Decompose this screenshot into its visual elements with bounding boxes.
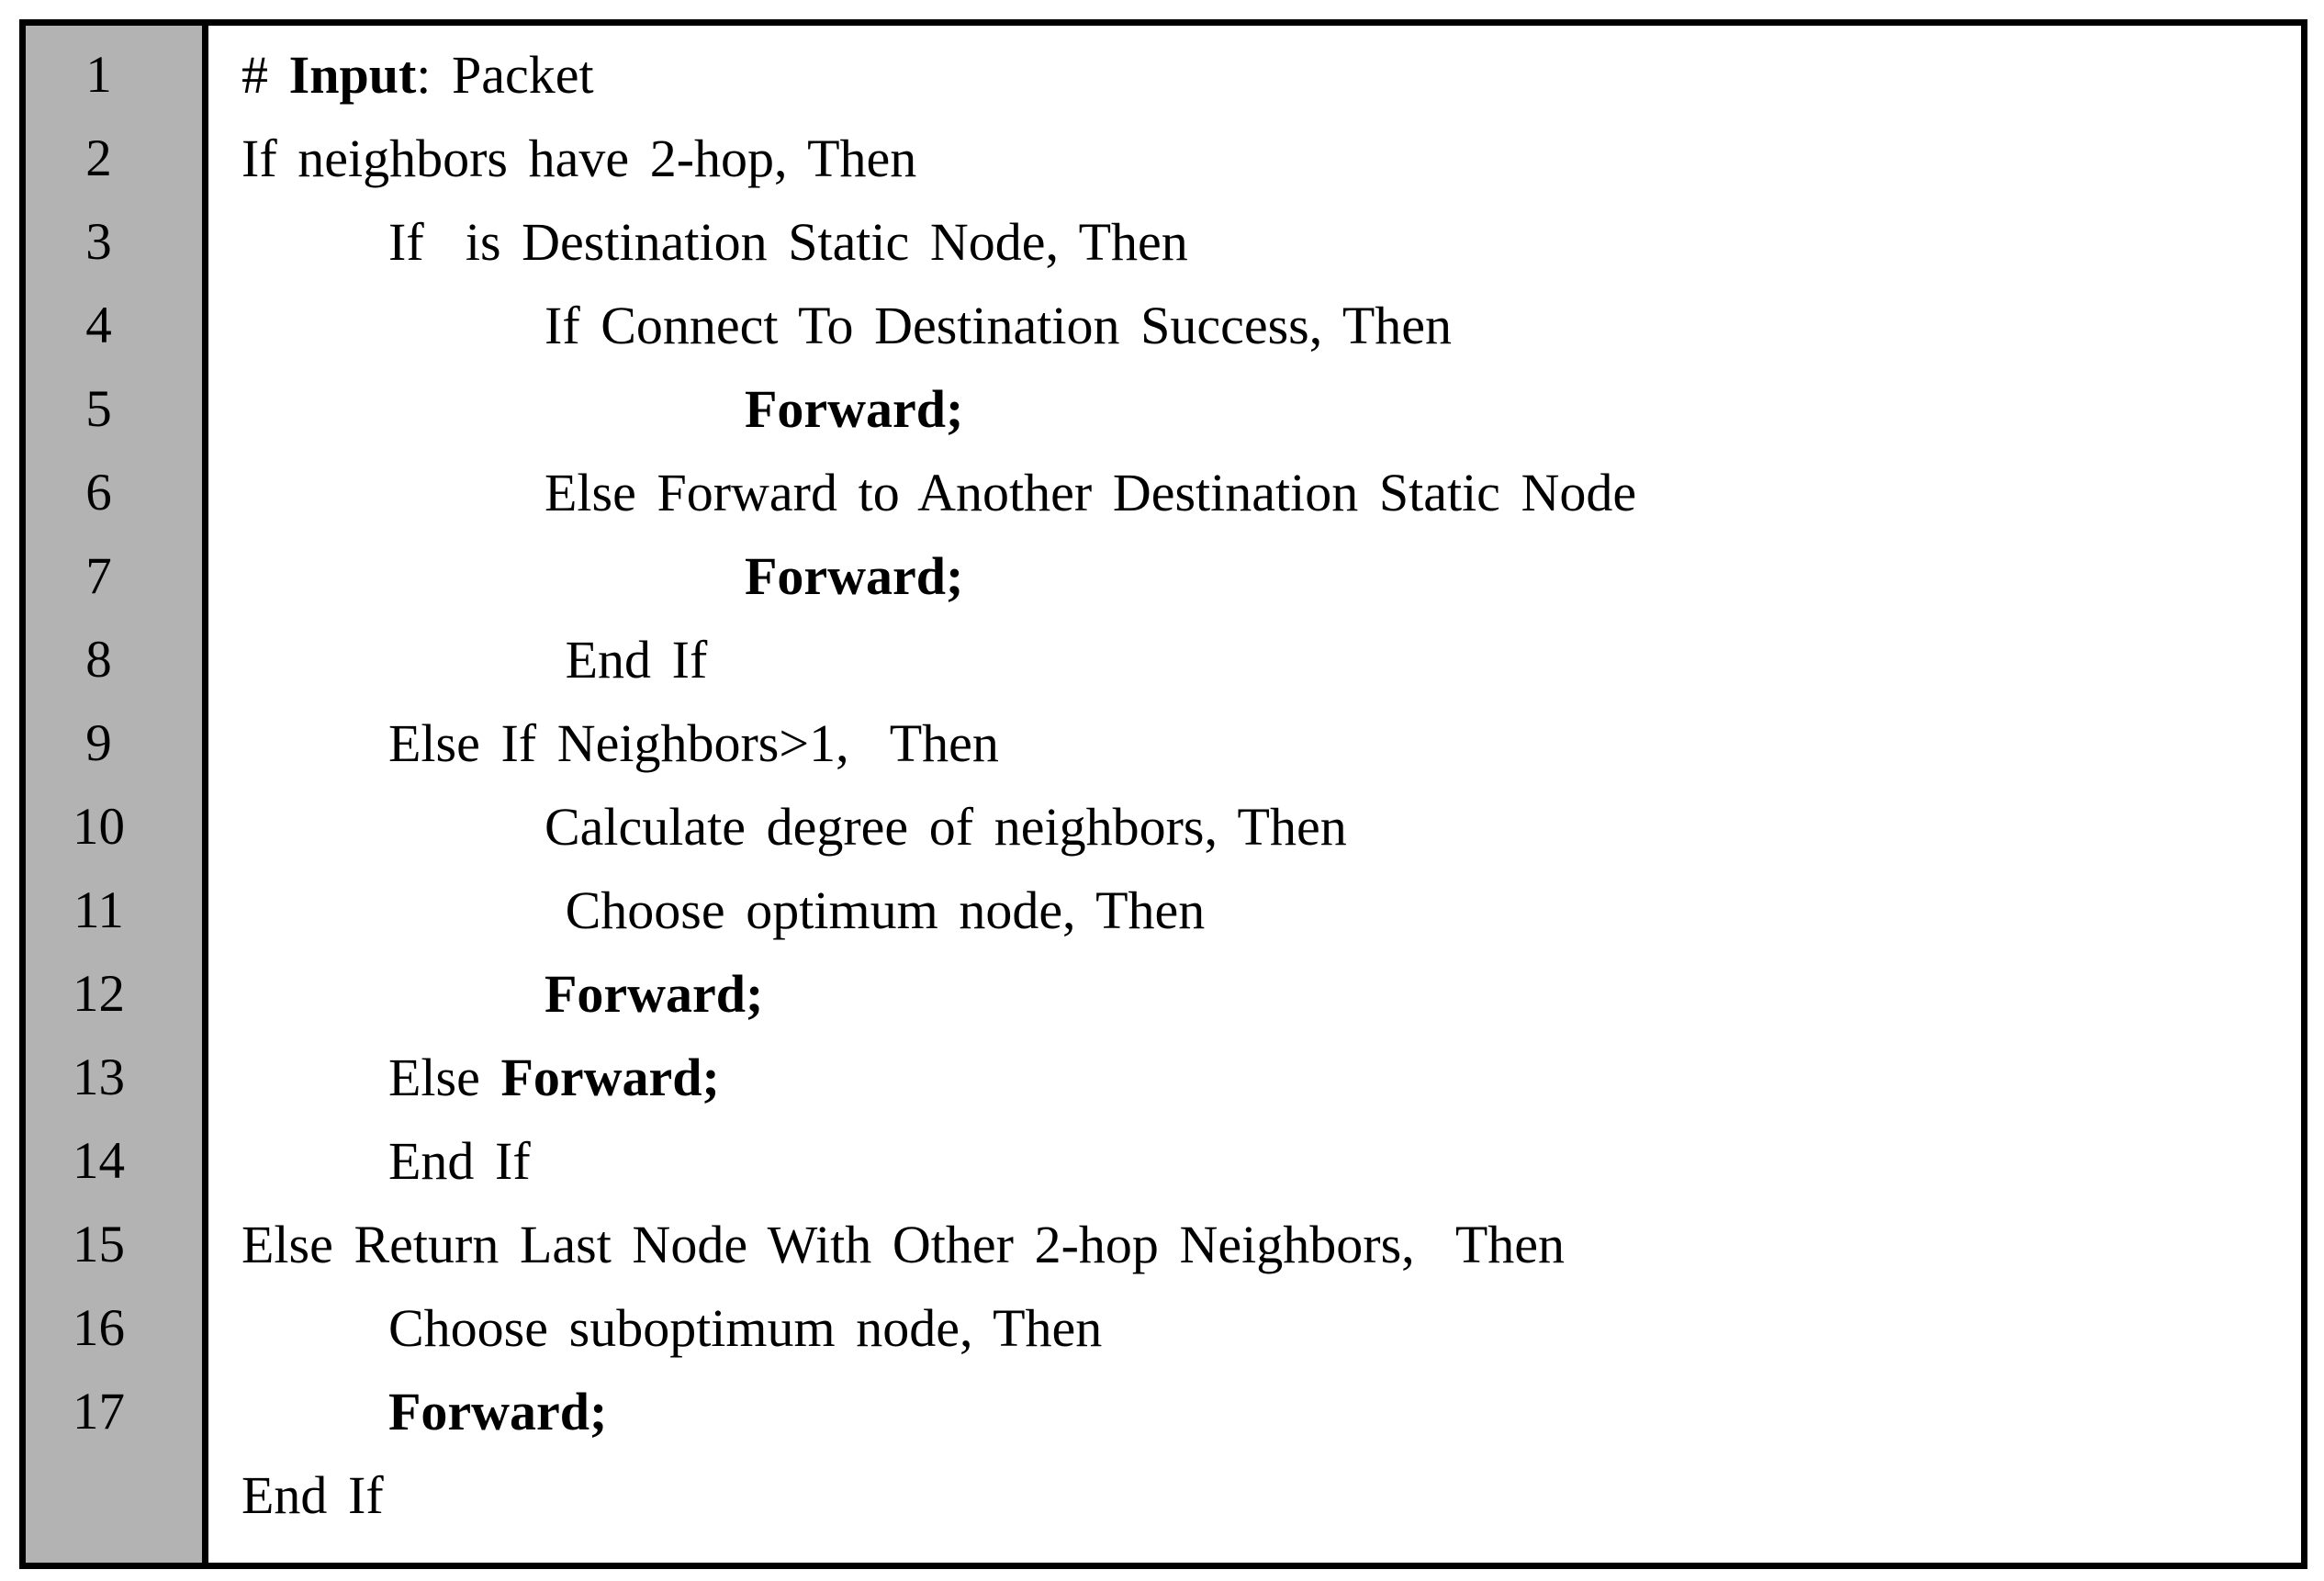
table-row: 14 End If [26, 1119, 2301, 1203]
code-text: # [241, 45, 289, 105]
code-line: If is Destination Static Node, Then [208, 200, 2301, 284]
code-text-bold: Forward; [745, 546, 964, 606]
line-number: 16 [73, 1299, 125, 1357]
code-line: Calculate degree of neighbors, Then [208, 785, 2301, 869]
code-text: Else Return Last Node With Other 2-hop N… [241, 1215, 1566, 1274]
code-text-bold: Forward; [745, 379, 964, 439]
code-text: Else Forward to Another Destination Stat… [545, 463, 1637, 522]
table-row: 1 # Input: Packet [26, 33, 2301, 117]
code-text: Else If Neighbors>1, Then [388, 713, 999, 773]
code-line: If neighbors have 2-hop, Then [208, 117, 2301, 200]
code-line: # Input: Packet [208, 33, 2301, 117]
code-text: Choose suboptimum node, Then [388, 1298, 1103, 1358]
line-number: 6 [85, 464, 112, 521]
table-row: 17 Forward; [26, 1370, 2301, 1453]
table-row: 5 Forward; [26, 367, 2301, 451]
line-number: 10 [73, 798, 125, 856]
line-number: 8 [85, 631, 112, 689]
table-row: End If [26, 1453, 2301, 1537]
table-row: 6 Else Forward to Another Destination St… [26, 451, 2301, 534]
code-text-bold: Forward; [500, 1048, 720, 1107]
table-row: 2 If neighbors have 2-hop, Then [26, 117, 2301, 200]
code-line: Forward; [208, 952, 2301, 1036]
table-row: 16 Choose suboptimum node, Then [26, 1286, 2301, 1370]
line-number: 12 [73, 965, 125, 1023]
code-text: If neighbors have 2-hop, Then [241, 129, 917, 188]
line-number: 7 [85, 547, 112, 605]
code-line: Else Forward to Another Destination Stat… [208, 451, 2301, 534]
code-text: End If [388, 1131, 531, 1191]
table-row: 3 If is Destination Static Node, Then [26, 200, 2301, 284]
code-text: End If [545, 630, 708, 690]
code-line: Else Forward; [208, 1036, 2301, 1119]
code-text: If is Destination Static Node, Then [388, 212, 1188, 272]
code-text: Else [388, 1048, 501, 1107]
code-line: Choose suboptimum node, Then [208, 1286, 2301, 1370]
code-line: End If [208, 1453, 2301, 1537]
code-line: Choose optimum node, Then [208, 869, 2301, 952]
algorithm-listing-box: 1 # Input: Packet 2 If neighbors have 2-… [19, 19, 2307, 1569]
code-line: Forward; [208, 367, 2301, 451]
line-number: 2 [85, 129, 112, 187]
algorithm-rows: 1 # Input: Packet 2 If neighbors have 2-… [26, 26, 2301, 1537]
table-row: 11 Choose optimum node, Then [26, 869, 2301, 952]
table-row: 8 End If [26, 618, 2301, 701]
line-number: 9 [85, 714, 112, 772]
code-line: If Connect To Destination Success, Then [208, 284, 2301, 367]
code-line: Else Return Last Node With Other 2-hop N… [208, 1203, 2301, 1286]
line-number-gutter [26, 26, 208, 1563]
code-text: End If [241, 1465, 384, 1525]
line-number: 5 [85, 380, 112, 438]
code-line: End If [208, 1119, 2301, 1203]
code-line: Forward; [208, 1370, 2301, 1453]
table-row: 15 Else Return Last Node With Other 2-ho… [26, 1203, 2301, 1286]
table-row: 10 Calculate degree of neighbors, Then [26, 785, 2301, 869]
code-text: Choose optimum node, Then [545, 880, 1206, 940]
line-number: 4 [85, 297, 112, 354]
line-number: 3 [85, 213, 112, 271]
line-number: 17 [73, 1383, 125, 1441]
line-number: 1 [85, 46, 112, 104]
table-row: 12 Forward; [26, 952, 2301, 1036]
code-text-bold: Forward; [545, 964, 764, 1024]
line-number: 14 [73, 1132, 125, 1190]
code-text: Calculate degree of neighbors, Then [545, 797, 1347, 857]
code-text: If Connect To Destination Success, Then [545, 296, 1452, 355]
line-number: 15 [73, 1216, 125, 1273]
code-text-bold: Forward; [388, 1382, 608, 1441]
code-line: Forward; [208, 534, 2301, 618]
table-row: 9 Else If Neighbors>1, Then [26, 701, 2301, 785]
table-row: 7 Forward; [26, 534, 2301, 618]
code-line: End If [208, 618, 2301, 701]
code-text: : Packet [416, 45, 594, 105]
line-number: 13 [73, 1048, 125, 1106]
line-number: 11 [73, 881, 124, 939]
code-text-bold: Input [288, 45, 417, 105]
table-row: 13 Else Forward; [26, 1036, 2301, 1119]
code-line: Else If Neighbors>1, Then [208, 701, 2301, 785]
table-row: 4 If Connect To Destination Success, The… [26, 284, 2301, 367]
